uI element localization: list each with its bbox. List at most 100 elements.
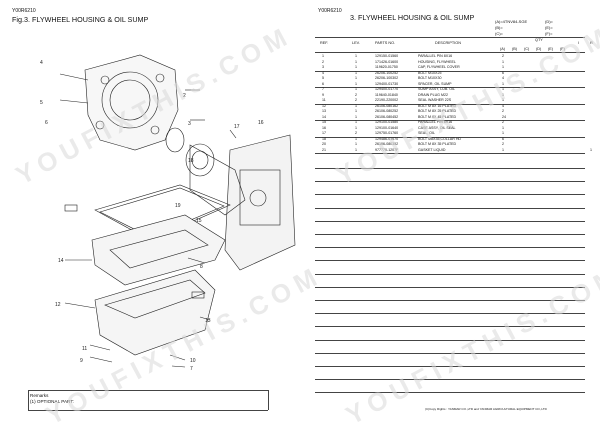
cell-desc: SEAL, OIL: [418, 131, 435, 135]
cell-r: 1: [590, 147, 592, 152]
header-parts-no: PARTS NO.: [375, 41, 396, 45]
remarks-line: (1) OPTIONAL PART:: [30, 398, 74, 404]
cell-desc: PARALLEL PIN 8X16: [418, 54, 453, 58]
remarks-left-border: [28, 390, 29, 410]
cell-ref: 6: [322, 81, 324, 86]
callout-11: 11: [82, 346, 87, 352]
table-blank-rule: [315, 168, 585, 169]
cell-ref: 20: [322, 142, 326, 146]
callout-5: 5: [40, 100, 43, 106]
callout-2: 2: [183, 93, 186, 99]
cell-no: 26106-080352: [375, 142, 399, 146]
table-blank-rule: [315, 326, 585, 328]
table-blank-rule: [315, 300, 585, 301]
cell-qty: 1: [502, 92, 504, 97]
header-i: I: [578, 41, 580, 45]
cell-lev: 1: [355, 147, 357, 152]
cell-ref: 1: [322, 54, 324, 58]
cell-no: 26206-100252: [375, 70, 399, 75]
cell-desc: DRAIN PLUG M22: [418, 92, 448, 97]
header-ref: REF.: [320, 41, 329, 45]
header-r: R: [590, 41, 593, 45]
cell-desc: SUMP ASSY, LUB. OIL: [418, 87, 456, 91]
cell-lev: 1: [355, 125, 357, 130]
cell-ref: 12: [322, 103, 326, 108]
cell-lev: 1: [355, 114, 357, 119]
cell-ref: 13: [322, 109, 326, 113]
table-blank-rule: [315, 220, 585, 222]
cell-ref: 4: [322, 70, 324, 75]
model-a: (A)=4TNV84-SGE: [495, 19, 528, 24]
callout-16: 16: [258, 120, 264, 126]
table-blank-rule: [315, 366, 585, 367]
remarks-box: Remarks (1) OPTIONAL PART:: [30, 393, 74, 404]
cell-qty: 1: [502, 59, 504, 64]
cell-lev: 1: [355, 120, 357, 124]
header-qty: QTY: [535, 38, 543, 42]
table-group-rule: [315, 153, 585, 154]
cell-lev: 1: [355, 59, 357, 64]
cell-desc: CASE ASSY, OIL SEAL: [418, 125, 456, 130]
cell-ref: 17: [322, 131, 326, 135]
cell-no: 129486-01670: [375, 136, 399, 141]
cell-lev: 1: [355, 76, 357, 80]
callout-18: 18: [188, 158, 194, 164]
cell-no: 129750-01760: [375, 131, 399, 135]
callout-12: 12: [55, 302, 61, 308]
left-page-code: Y00R6210: [12, 8, 36, 14]
cell-no: 26206-100302: [375, 76, 399, 80]
cell-desc: BOLT M 8X 16 PLATED: [418, 103, 457, 108]
model-e: (E)=: [545, 25, 553, 30]
table-blank-rule: [315, 379, 585, 381]
cell-no: 26106-080252: [375, 109, 399, 113]
callout-4: 4: [40, 60, 43, 66]
cell-no: 129100-01640: [375, 125, 399, 130]
cell-desc: BOLT M10X30: [418, 76, 442, 80]
table-blank-rule: [315, 286, 585, 288]
oil-sump-upper: [91, 214, 226, 286]
callout-10: 10: [190, 358, 196, 364]
header-col-e: (E): [548, 47, 554, 51]
right-page: Y00R6210 3. FLYWHEEL HOUSING & OIL SUMP …: [300, 0, 600, 424]
cell-no: 171426-01600: [375, 59, 399, 64]
table-group-rule: [315, 136, 585, 138]
cell-no: 129400-01770: [375, 87, 399, 91]
cell-desc: SEAL WASHER 22S: [418, 98, 452, 102]
table-blank-rule: [315, 352, 585, 354]
header-col-a: (A): [500, 47, 506, 51]
remarks-right-border: [268, 390, 269, 410]
cell-ref: 15: [322, 120, 326, 124]
model-b: (B)=: [495, 25, 503, 30]
cell-lev: 1: [355, 136, 357, 141]
header-col-d: (D): [536, 47, 542, 51]
cell-no: 129400-01730: [375, 81, 399, 86]
cell-no: 119640-01840: [375, 92, 398, 97]
cell-desc: BOLT M10X25: [418, 70, 442, 75]
callout-6: 6: [45, 120, 48, 126]
exploded-parts-diagram: 4 5 6 2 3 17 16 18 19 15 14 8 12 13 11 9…: [40, 54, 296, 372]
table-blank-rule: [315, 273, 585, 275]
engine-block: [224, 134, 296, 271]
callout-7: 7: [190, 366, 193, 372]
callout-9: 9: [80, 358, 83, 364]
remarks-title: Remarks: [30, 393, 49, 398]
cell-lev: 1: [355, 87, 357, 91]
cell-ref: 2: [322, 59, 324, 64]
model-c: (C)=: [495, 31, 503, 36]
cell-ref: 3: [322, 65, 324, 69]
left-page-title: Fig.3. FLYWHEEL HOUSING & OIL SUMP: [12, 15, 149, 24]
header-col-c: (C): [524, 47, 530, 51]
cell-no: 129100-01580: [375, 120, 399, 124]
table-blank-rule: [315, 234, 585, 235]
header-description: DESCRIPTION: [435, 41, 461, 45]
